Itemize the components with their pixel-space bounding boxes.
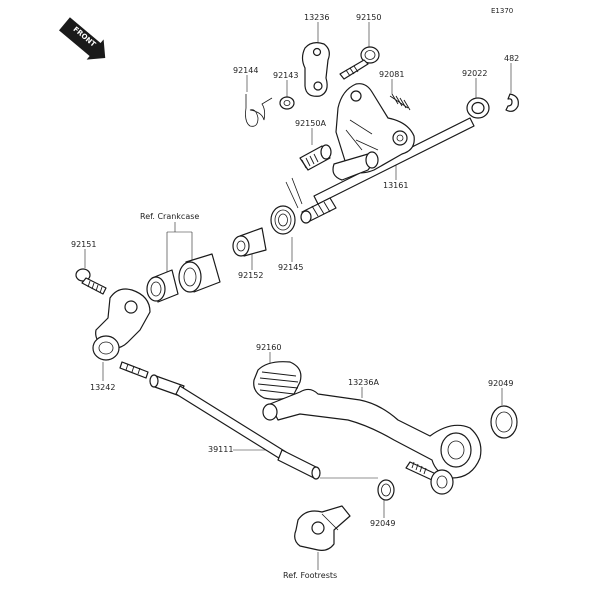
part-13242-lever	[92, 288, 151, 361]
label-482: 482	[504, 54, 520, 63]
part-92144-spring	[245, 94, 273, 127]
part-13236A-pedal-arm	[262, 388, 482, 479]
label-92151: 92151	[71, 240, 97, 249]
part-92152-collar	[232, 227, 267, 257]
label-92145: 92145	[278, 263, 304, 272]
label-13236A: 13236A	[348, 378, 379, 387]
part-rod-end-bolt	[119, 361, 149, 379]
part-plunger	[300, 197, 337, 224]
part-92081-spring	[389, 93, 411, 111]
label-92022: 92022	[462, 69, 488, 78]
label-ref-footrests: Ref. Footrests	[283, 571, 338, 580]
label-92150A: 92150A	[295, 119, 326, 128]
part-92150-bolt	[339, 46, 380, 80]
part-92143-collar	[279, 96, 295, 110]
label-92143: 92143	[273, 71, 299, 80]
part-crankcase-bushing	[146, 253, 221, 303]
part-pedal-pivot-bolt	[405, 461, 454, 495]
part-footrest-bracket	[294, 505, 351, 551]
part-92145-spring	[270, 177, 303, 235]
front-arrow-badge	[59, 17, 106, 60]
label-13242: 13242	[90, 383, 116, 392]
label-ref-crankcase: Ref. Crankcase	[140, 212, 200, 221]
part-92049-washer-lower	[377, 479, 395, 501]
part-39111-tie-rod	[149, 374, 321, 480]
part-92160-pedal-rubber	[253, 361, 302, 400]
part-92049-washer-upper	[490, 405, 518, 439]
label-92049-lower: 92049	[370, 519, 396, 528]
label-92144: 92144	[233, 66, 259, 75]
part-92150A-bolt	[299, 144, 332, 171]
part-92151-bolt	[75, 268, 107, 295]
label-13161: 13161	[383, 181, 409, 190]
part-13161-shift-shaft	[313, 83, 475, 205]
diagram-code: E1370	[491, 7, 514, 15]
label-39111: 39111	[208, 445, 234, 454]
label-13236: 13236	[304, 13, 330, 22]
part-92022-washer	[466, 97, 490, 119]
label-92152: 92152	[238, 271, 264, 280]
label-92150: 92150	[356, 13, 382, 22]
label-92049-upper: 92049	[488, 379, 514, 388]
part-482-circlip	[505, 93, 519, 112]
label-92160: 92160	[256, 343, 282, 352]
label-92081: 92081	[379, 70, 405, 79]
part-13236-arm	[301, 42, 330, 97]
